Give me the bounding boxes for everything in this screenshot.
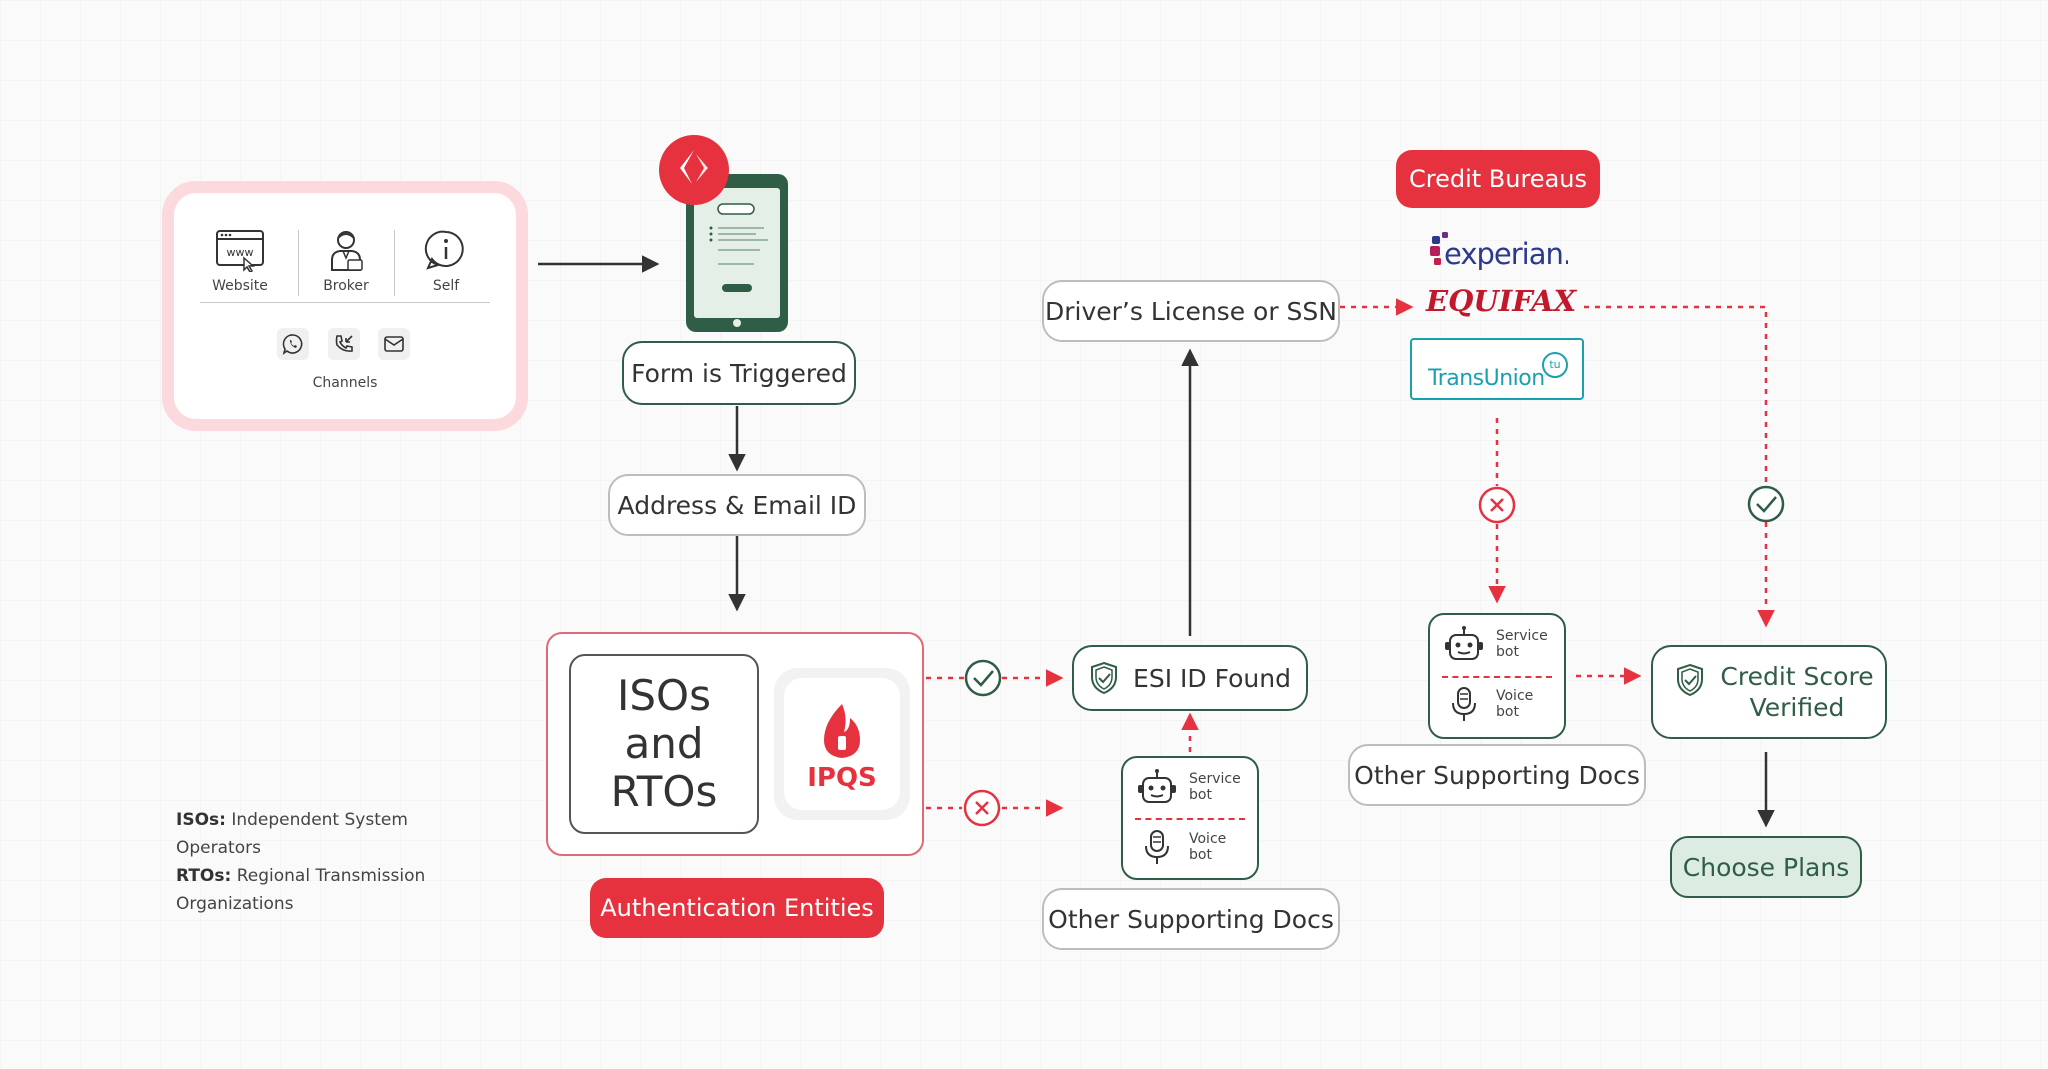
broker-person-icon — [331, 231, 363, 271]
tu-badge: tu — [1542, 352, 1568, 378]
robot-icon — [1445, 626, 1483, 660]
authentication-entities-label: Authentication Entities — [590, 878, 884, 938]
drivers-license-box: Driver’s License or SSN — [1042, 280, 1340, 342]
source-broker[interactable]: Broker — [296, 228, 396, 294]
experian-text: experian. — [1444, 237, 1568, 271]
iso-line-3: RTOs — [610, 767, 718, 816]
source-self[interactable]: Self — [396, 228, 496, 294]
phone-button[interactable] — [328, 328, 360, 360]
legend-rtos-def: Regional Transmission Organizations — [176, 866, 426, 914]
iso-line-2: and — [624, 719, 704, 768]
dashed-equifax-to-verified — [1584, 305, 1768, 486]
broker-label: Broker — [323, 278, 369, 294]
transunion-logo: TransUnion tu — [1410, 338, 1584, 400]
info-chat-icon — [424, 230, 464, 270]
divider — [298, 230, 299, 296]
form-triggered-box: Form is Triggered — [622, 341, 856, 405]
voice-bot-row: Voice bot — [1137, 828, 1249, 866]
credit-verified-label: Credit Score Verified — [1720, 662, 1874, 722]
channels-label: Channels — [312, 375, 378, 391]
iso-line-1: ISOs — [617, 671, 711, 720]
address-email-box: Address & Email ID — [608, 474, 866, 536]
whatsapp-button[interactable] — [277, 328, 309, 360]
check-icon — [1747, 485, 1785, 523]
microphone-icon — [1452, 687, 1476, 721]
legend: ISOs: Independent System Operators RTOs:… — [176, 806, 476, 918]
voice-bot-label: Voice bot — [1189, 831, 1227, 863]
website-label: Website — [212, 278, 268, 294]
esi-id-found-box: ESI ID Found — [1072, 645, 1308, 711]
transunion-text: TransUnion — [1428, 366, 1545, 391]
service-bot-label: Service bot — [1189, 771, 1241, 803]
service-bot-row: Service bot — [1137, 768, 1249, 806]
legend-rtos-term: RTOs: — [176, 866, 232, 886]
credit-bureaus-label: Credit Bureaus — [1396, 150, 1600, 208]
legend-isos-def: Independent System Operators — [176, 810, 408, 858]
choose-plans-button[interactable]: Choose Plans — [1670, 836, 1862, 898]
ipqs-logo-card: IPQS — [774, 668, 910, 820]
legend-isos: ISOs: Independent System Operators — [176, 806, 476, 862]
esi-label: ESI ID Found — [1133, 663, 1291, 693]
voice-bot-row: Voice bot — [1444, 685, 1556, 723]
ipqs-flame-icon: IPQS — [807, 704, 877, 793]
svg-text:www: www — [227, 246, 254, 259]
service-bot-label: Service bot — [1496, 628, 1548, 660]
check-icon — [964, 659, 1002, 697]
legend-rtos: RTOs: Regional Transmission Organization… — [176, 862, 476, 918]
microphone-icon — [1145, 830, 1169, 864]
shield-check-icon — [1677, 663, 1703, 697]
shield-check-icon — [1091, 661, 1118, 695]
bots-card: Service bot Voice bot — [1428, 613, 1566, 739]
credit-score-verified-box: Credit Score Verified — [1651, 645, 1887, 739]
self-label: Self — [432, 278, 460, 294]
other-supporting-docs-box: Other Supporting Docs — [1348, 744, 1646, 806]
mail-button[interactable] — [378, 328, 410, 360]
cross-icon — [963, 789, 1001, 827]
phone-form-icon — [659, 135, 788, 332]
service-bot-row: Service bot — [1444, 625, 1556, 663]
cross-icon — [1478, 486, 1516, 524]
channels-card — [162, 181, 528, 431]
equifax-logo: EQUIFAX — [1426, 284, 1577, 318]
divider — [1442, 676, 1552, 678]
divider — [1135, 818, 1245, 820]
other-supporting-docs-box: Other Supporting Docs — [1042, 888, 1340, 950]
robot-icon — [1138, 769, 1176, 803]
divider — [200, 302, 490, 303]
www-browser-icon: www — [216, 230, 264, 272]
ipqs-logo-text: IPQS — [807, 763, 877, 793]
voice-bot-label: Voice bot — [1496, 688, 1534, 720]
experian-logo: experian. — [1430, 232, 1568, 271]
divider — [394, 230, 395, 296]
isos-rtos-box: ISOs and RTOs — [569, 654, 759, 834]
mail-icon — [384, 336, 404, 352]
source-website[interactable]: www Website — [190, 228, 290, 294]
legend-isos-term: ISOs: — [176, 810, 226, 830]
whatsapp-icon — [282, 334, 303, 355]
phone-icon — [335, 335, 353, 352]
bots-card: Service bot Voice bot — [1121, 756, 1259, 880]
